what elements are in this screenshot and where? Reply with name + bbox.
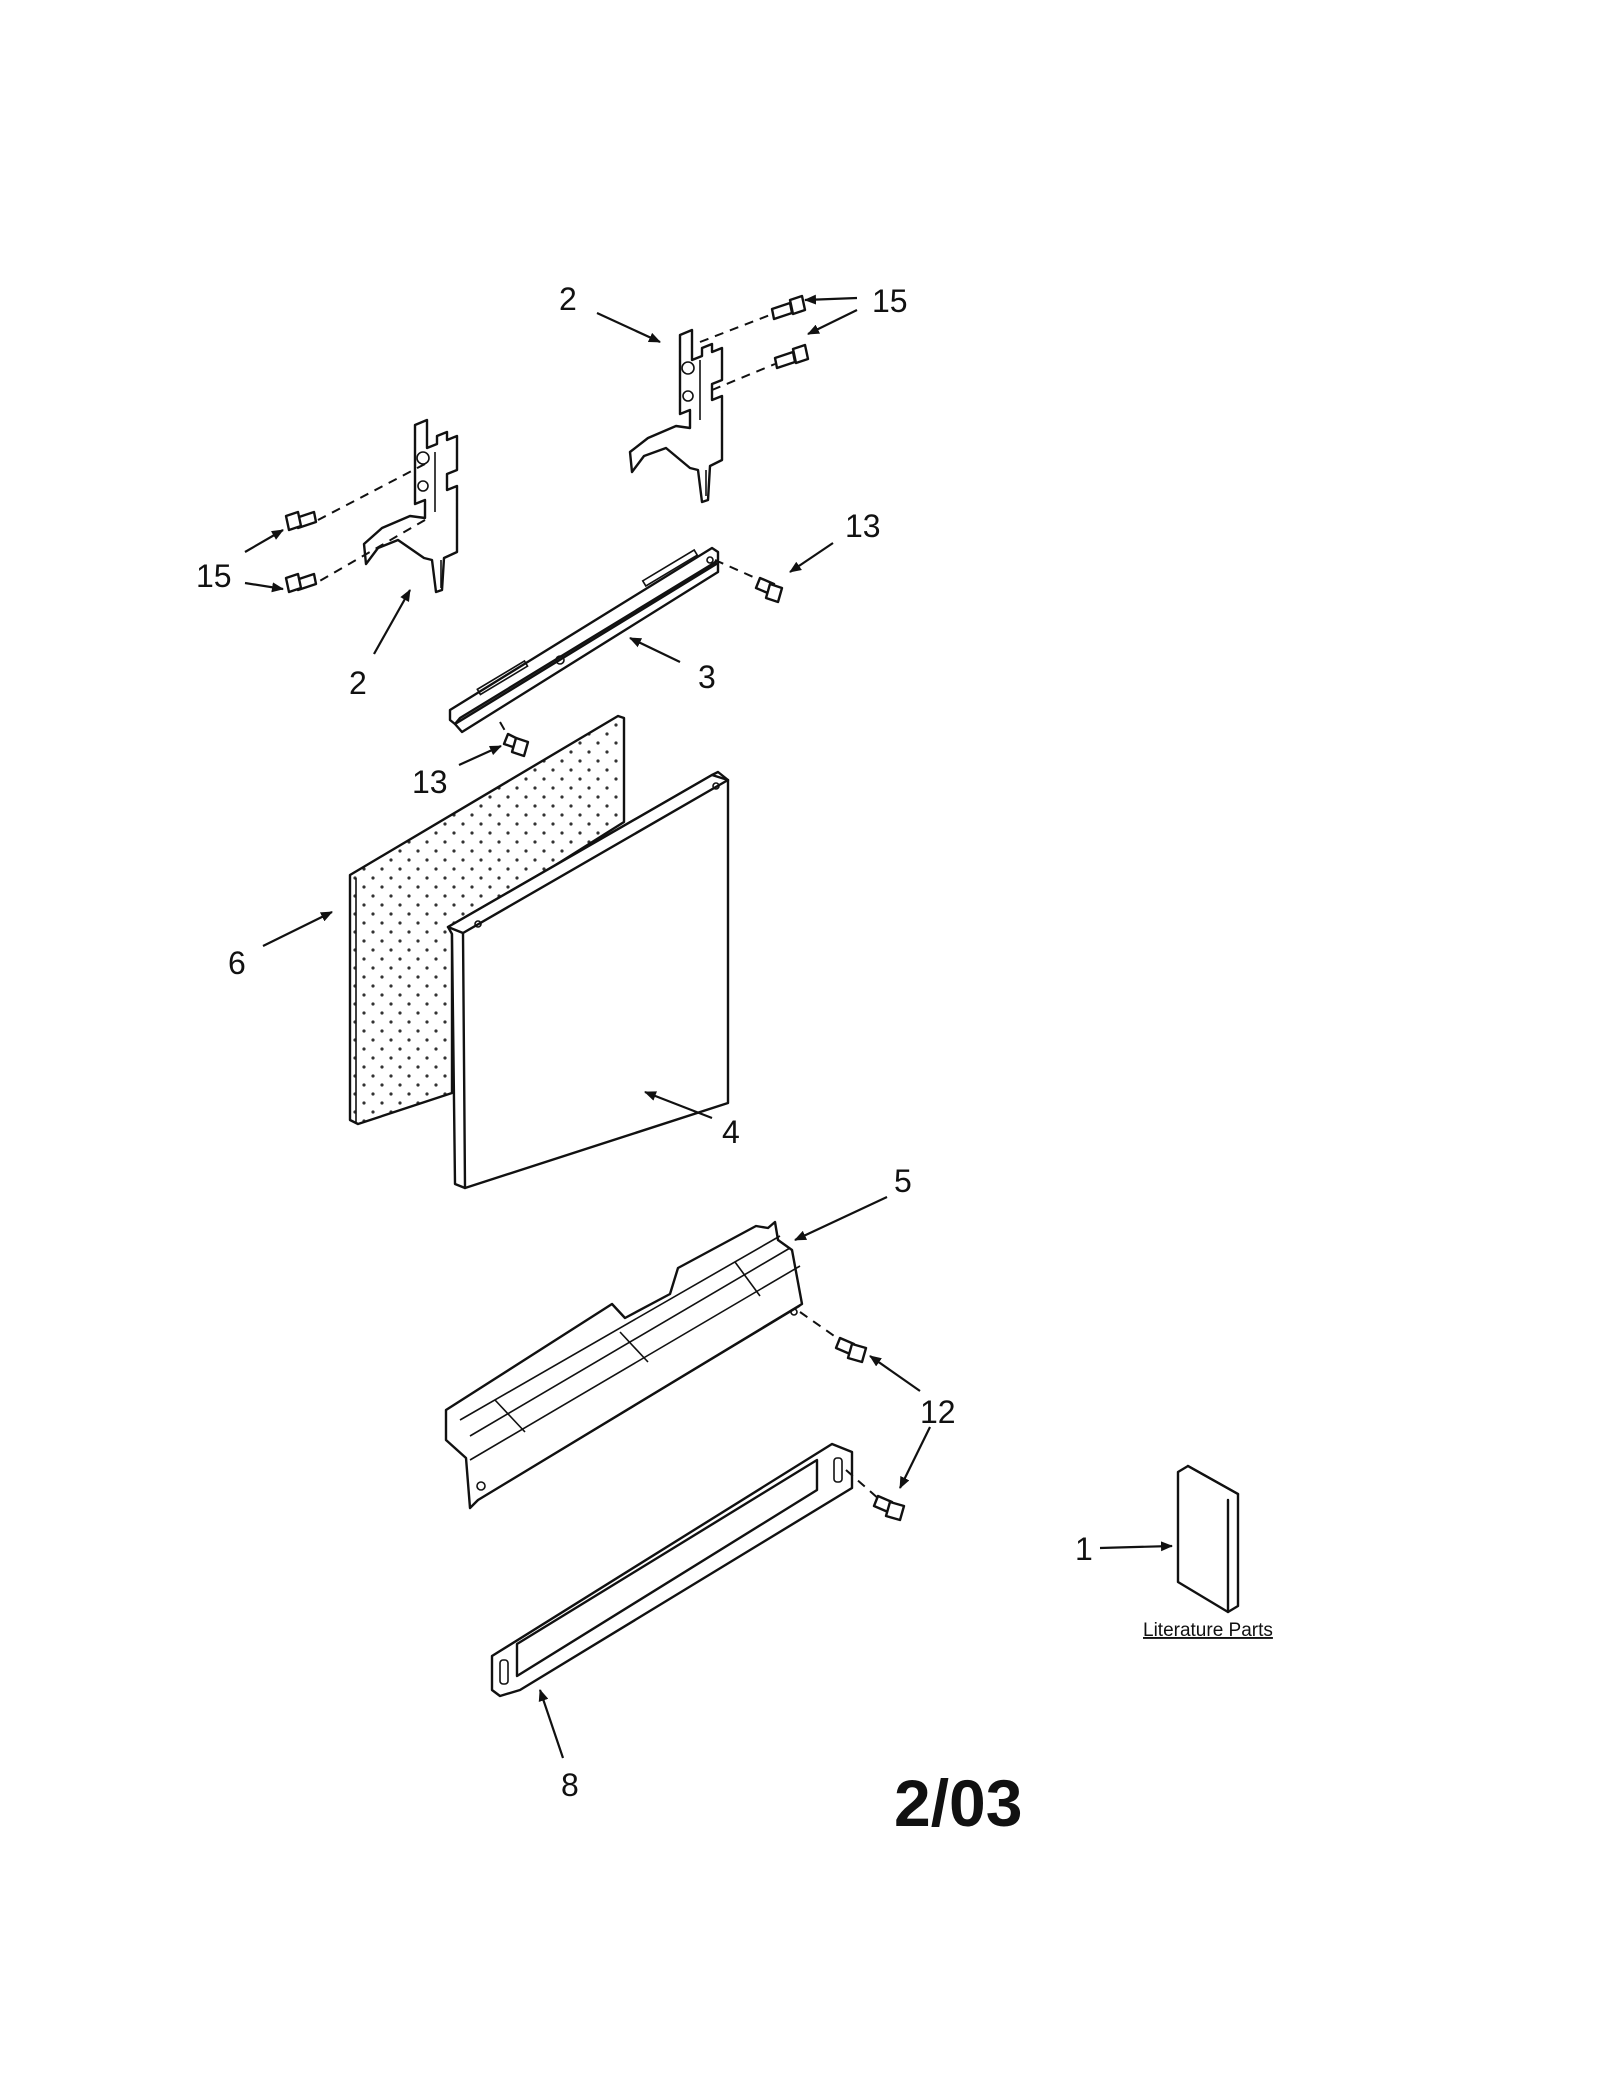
callout-3: 3 (698, 659, 716, 695)
callout-15-top: 15 (872, 283, 908, 319)
callout-8: 8 (561, 1767, 579, 1803)
callout-arrows (244, 294, 1173, 1759)
screw-12-lower (845, 1469, 906, 1522)
callout-2-left: 2 (349, 665, 367, 701)
toe-panel-bracket (444, 1220, 804, 1510)
arrow-2-left (373, 589, 411, 655)
revision-date: 2/03 (894, 1766, 1022, 1840)
callout-15-left: 15 (196, 558, 232, 594)
screw-15-top-lower (711, 343, 810, 391)
support-rail (448, 546, 720, 734)
literature-parts-booklet (1176, 1464, 1240, 1614)
access-panel (446, 770, 730, 1190)
arrow-4 (644, 1090, 713, 1120)
screw-15-left-upper (284, 463, 426, 532)
arrow-12-lower (899, 1426, 931, 1489)
arrow-1 (1099, 1541, 1173, 1552)
callout-13-left: 13 (412, 764, 448, 800)
screw-13-left (499, 721, 530, 758)
screw-15-left-lower (284, 519, 426, 594)
arrow-13-right (789, 542, 834, 573)
callout-4: 4 (722, 1114, 740, 1150)
arrow-15-left-upper (244, 529, 284, 553)
callout-13-right: 13 (845, 508, 881, 544)
literature-parts-label: Literature Parts (1143, 1620, 1273, 1641)
mounting-bracket-right (628, 328, 724, 504)
screw-12-upper (799, 1311, 868, 1364)
arrow-15-left-lower (244, 581, 284, 593)
arrow-6 (262, 911, 333, 947)
arrow-5 (794, 1196, 888, 1241)
arrow-8 (538, 1689, 565, 1759)
callout-6: 6 (228, 945, 246, 981)
callout-2-top: 2 (559, 281, 577, 317)
callout-1: 1 (1075, 1531, 1093, 1567)
screw-15-top-upper (699, 294, 807, 343)
callout-5: 5 (894, 1163, 912, 1199)
arrow-3 (629, 637, 681, 663)
mounting-bracket-left (362, 418, 459, 594)
kick-plate (490, 1442, 854, 1698)
screw-13-right (714, 559, 784, 604)
arrow-12-upper (869, 1355, 921, 1392)
arrow-15-top-lower (807, 309, 858, 335)
callout-12: 12 (920, 1394, 956, 1430)
arrow-13-left (458, 744, 502, 767)
arrow-2-top (596, 312, 661, 343)
arrow-15-top-upper (804, 294, 858, 305)
